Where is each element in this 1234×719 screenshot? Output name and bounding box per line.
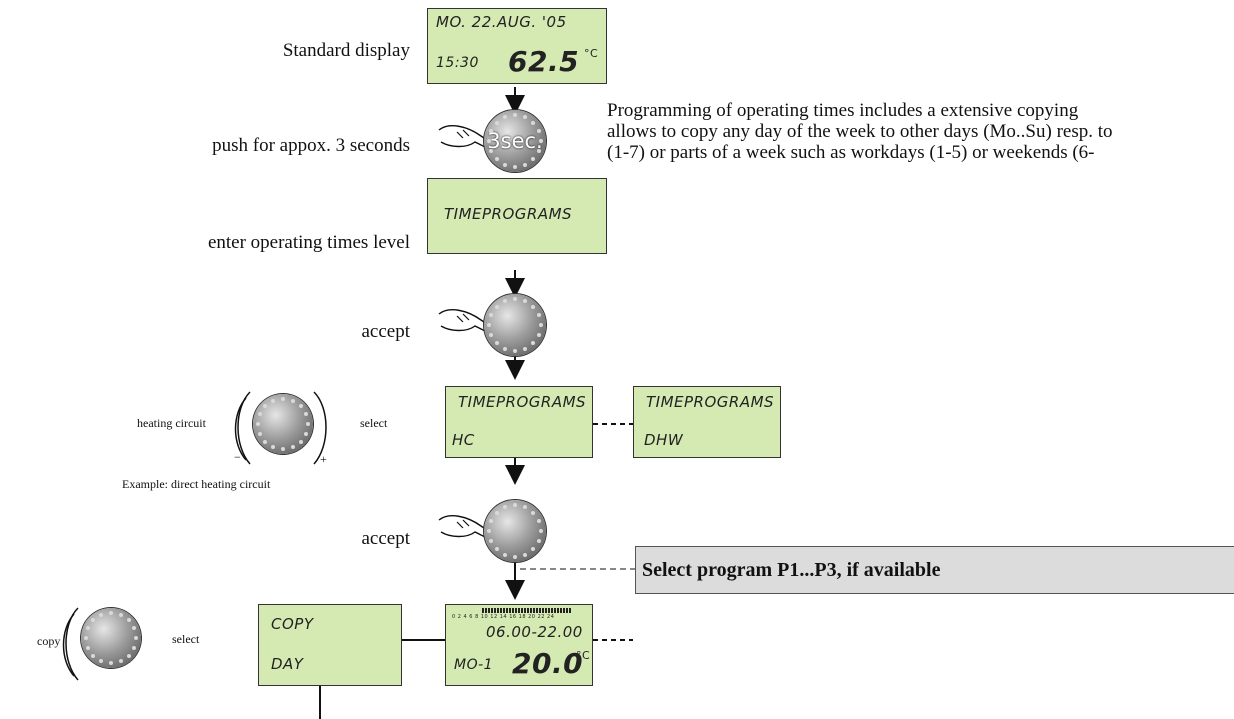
lcd-dhw-value: DHW [644, 431, 684, 449]
label-enter-level: enter operating times level [207, 232, 410, 253]
label-select-1: select [360, 416, 388, 430]
lcd-hour-scale: 0 2 4 6 8 10 12 14 16 18 20 22 24 [452, 614, 555, 620]
label-standard-display: Standard display [282, 40, 410, 61]
rotate-knob-copy[interactable] [60, 600, 160, 686]
label-heating-circuit: heating circuit [137, 416, 206, 430]
program-select-box: Select program P1...P3, if available [635, 546, 1234, 594]
note-line-3: (1-7) or parts of a week such as workday… [607, 142, 1095, 163]
lcd-dhw: TIMEPROGRAMS DHW [633, 386, 781, 458]
lcd-hc-value: HC [452, 431, 475, 449]
label-push: push for appox. 3 seconds [212, 135, 410, 156]
knob-3sec-label: 3sec. [487, 129, 543, 153]
rotate-knob-heating-circuit[interactable]: − + [232, 384, 332, 470]
lcd-timeprograms: TIMEPROGRAMS [427, 178, 607, 254]
lcd-time-range: 06.00-22.00 [486, 623, 583, 641]
label-copy: copy [37, 634, 61, 648]
lcd-copy-text: COPY [271, 615, 314, 633]
label-accept-1: accept [361, 321, 410, 342]
lcd-timeprograms-text: TIMEPROGRAMS [444, 205, 573, 223]
lcd-time: 15:30 [436, 55, 479, 71]
lcd-day-program: 0 2 4 6 8 10 12 14 16 18 20 22 24 06.00-… [445, 604, 593, 686]
note-line-2: allows to copy any day of the week to ot… [607, 121, 1113, 142]
lcd-dhw-title: TIMEPROGRAMS [646, 393, 775, 411]
rotary-knob-press[interactable]: 3sec. [484, 110, 546, 172]
rotary-knob-accept-2[interactable] [484, 500, 546, 562]
lcd-day-unit: °C [576, 649, 591, 662]
note-line-1: Programming of operating times includes … [607, 100, 1079, 121]
label-example: Example: direct heating circuit [122, 477, 271, 491]
rotary-knob-accept[interactable] [484, 294, 546, 356]
lcd-day-temp: 20.0 [512, 647, 584, 680]
lcd-day-label: MO-1 [454, 657, 494, 673]
lcd-copy-day: COPY DAY [258, 604, 402, 686]
lcd-date: MO. 22.AUG. '05 [436, 13, 567, 31]
info-note: Programming of operating times includes … [607, 100, 1234, 163]
lcd-hc-title: TIMEPROGRAMS [458, 393, 587, 411]
lcd-unit: °C [584, 47, 599, 60]
label-select-2: select [172, 632, 200, 646]
knob-plus-sign: + [320, 452, 327, 466]
lcd-standard-display: MO. 22.AUG. '05 15:30 62.5 °C [427, 8, 607, 84]
lcd-temperature: 62.5 [508, 45, 580, 78]
lcd-day-text: DAY [271, 655, 304, 673]
label-accept-2: accept [361, 528, 410, 549]
knob-minus-sign: − [234, 450, 241, 464]
lcd-hc: TIMEPROGRAMS HC [445, 386, 593, 458]
lcd-time-bar [482, 608, 572, 613]
